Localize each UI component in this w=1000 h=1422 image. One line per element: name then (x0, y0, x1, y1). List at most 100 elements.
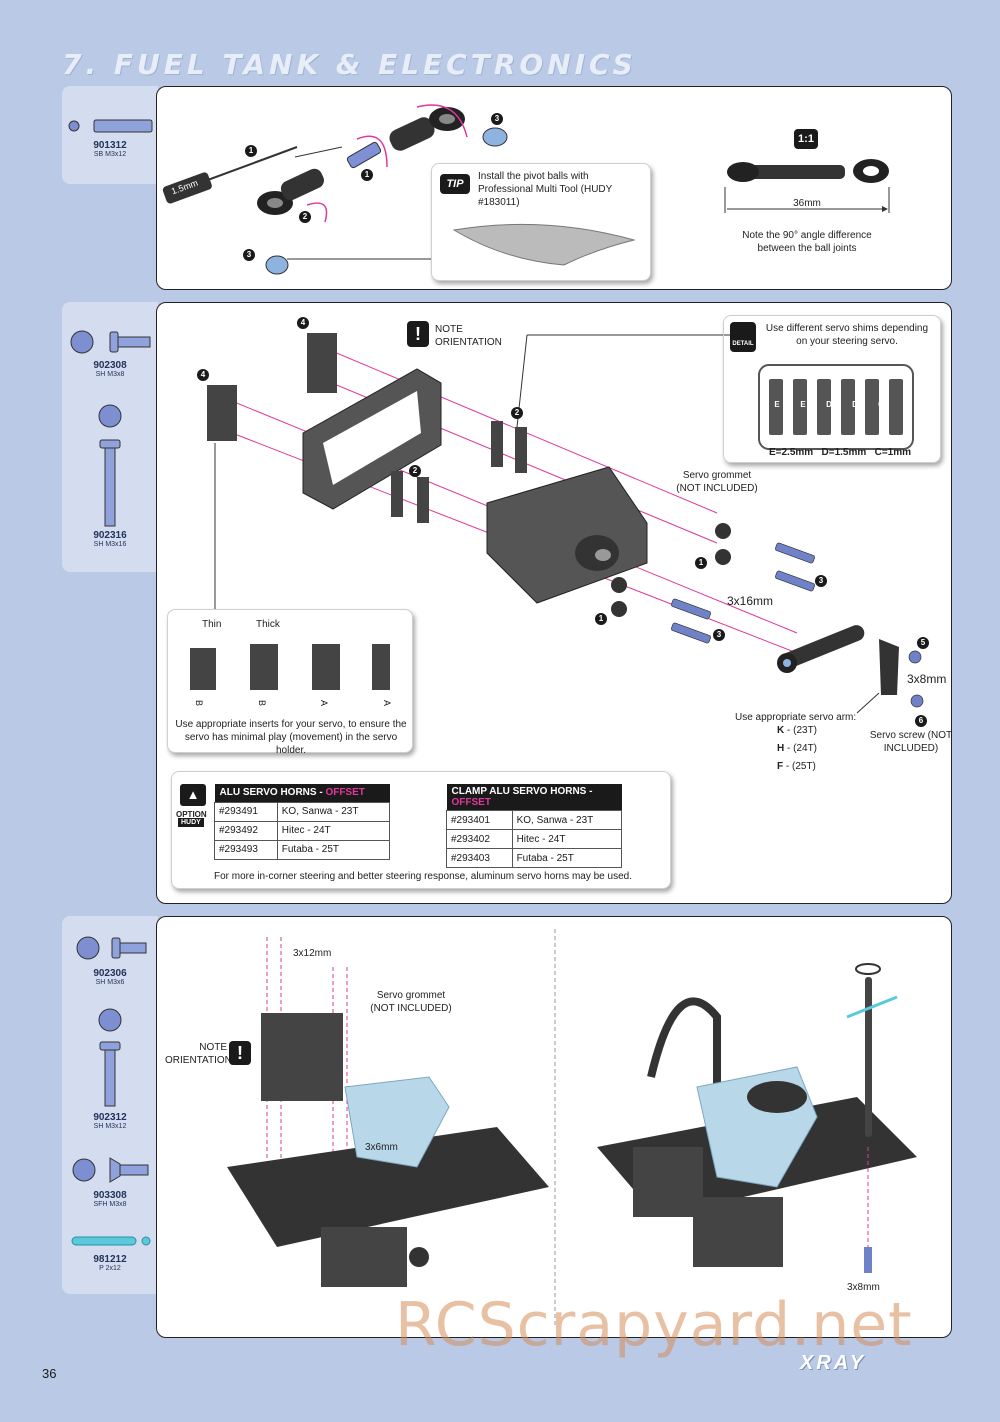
ball-stud-icon (68, 118, 156, 143)
step-1-marker-b: 1 (595, 613, 607, 625)
screw-3x6-label: 3x6mm (365, 1142, 398, 1153)
servo-screw-label: Servo screw (NOT INCLUDED) (869, 730, 952, 754)
step-4-marker-left: 4 (197, 369, 209, 381)
step-3-marker-bottom: 3 (243, 249, 255, 261)
servo-assembly-drawing (207, 333, 924, 847)
parts-tab-2: 902308 SH M3x8 902316 SH M3x16 (62, 302, 158, 572)
step-1-marker-b: 1 (361, 169, 373, 181)
shim-letter: E (800, 400, 806, 409)
note-orientation-label: NOTE ORIENTATION (435, 324, 502, 348)
screw-m3x8-icon (68, 328, 156, 363)
dimension-label: 36mm (793, 198, 821, 209)
step-3-marker-b: 3 (713, 629, 725, 641)
servo-arm-title: Use appropriate servo arm: (735, 712, 857, 723)
shim-letter: D (826, 400, 832, 409)
insert-letter: A (381, 699, 392, 707)
step-1-marker: 1 (245, 145, 257, 157)
screw-m3x12-icon (90, 1006, 130, 1115)
step-2-marker: 2 (299, 211, 311, 223)
tip-callout: TIP Install the pivot balls with Profess… (431, 163, 651, 281)
part-902306: 902306 SH M3x6 (93, 968, 127, 986)
servo-arm-k: K - (23T) (777, 725, 818, 736)
grommet-label: Servo grommet (NOT INCLUDED) (370, 990, 452, 1014)
part-902316: 902316 SH M3x16 (93, 530, 127, 548)
panel-chassis-install: 3x12mm Servo grommet (NOT INCLUDED) NOTE… (156, 916, 952, 1338)
scale-badge: 1:1 (794, 129, 818, 149)
clamp-table-header: CLAMP ALU SERVO HORNS - OFFSET (446, 784, 622, 811)
panel-servo-assembly: 4 4 2 2 1 1 3 3 5 6 ! NOTE ORIENTATION D… (156, 302, 952, 904)
insert-letter: A (319, 699, 330, 707)
shim-letter: D (852, 400, 858, 409)
step-1-marker-a: 1 (695, 557, 707, 569)
chassis-drawing (227, 929, 917, 1327)
screw-m3x6-icon (68, 934, 156, 969)
note-orientation-icon: ! (407, 321, 429, 347)
watermark: RCScrapyard.net (395, 1290, 913, 1360)
thumbs-up-icon: ▲ (180, 784, 206, 806)
step-2-marker-left: 2 (409, 465, 421, 477)
screw-m3x16-icon (90, 402, 130, 535)
page-number: 36 (42, 1366, 57, 1381)
insert-letter: B (256, 699, 267, 707)
shim-letter: E (774, 400, 780, 409)
shim-note: Use different servo shims depending on y… (765, 323, 929, 347)
step-6-marker: 6 (915, 715, 927, 727)
alu-table-header: ALU SERVO HORNS - OFFSET (214, 784, 390, 802)
hudy-badge: HUDY (178, 818, 204, 827)
detail-icon: DETAIL (730, 322, 756, 352)
parts-tab-1: 901312 SB M3x12 (62, 86, 158, 184)
shim-detail-callout: DETAIL Use different servo shims dependi… (723, 315, 941, 463)
servo-arm-legend: Use appropriate servo arm: K - (23T) H -… (735, 711, 865, 773)
shim-legend: E=2.5mm D=1.5mm C=1mm (768, 447, 912, 458)
option-footer: For more in-corner steering and better s… (214, 871, 632, 882)
servo-arm-h: H - (24T) (777, 743, 818, 754)
shim-letter: C (904, 400, 910, 409)
option-callout: ▲ OPTION HUDY ALU SERVO HORNS - OFFSET #… (171, 771, 671, 889)
tip-badge: TIP (440, 174, 470, 194)
option-badge: OPTION (176, 810, 207, 819)
inserts-thick-label: Thick (256, 619, 280, 630)
screw-3x16-label: 3x16mm (727, 594, 774, 608)
screw-3x8-label: 3x8mm (847, 1282, 880, 1293)
flat-screw-icon (68, 1156, 156, 1191)
brand-logo: XRAY (800, 1352, 867, 1374)
pin-icon (68, 1234, 156, 1253)
part-903308: 903308 SFH M3x8 (93, 1190, 127, 1208)
grommet-label: Servo grommet (NOT INCLUDED) (676, 470, 758, 494)
part-981212: 981212 P 2x12 (93, 1254, 127, 1272)
note-orientation-label: NOTE ORIENTATION (165, 1042, 232, 1066)
page-title: 7. FUEL TANK & ELECTRONICS (62, 48, 637, 81)
shim-letter: C (878, 400, 884, 409)
inserts-note: Use appropriate inserts for your servo, … (175, 719, 407, 756)
screw-3x12-label: 3x12mm (293, 948, 332, 959)
step-3-marker-a: 3 (815, 575, 827, 587)
multi-tool-image (452, 223, 636, 266)
note-orientation-icon: ! (229, 1041, 251, 1065)
step-2-marker-right: 2 (511, 407, 523, 419)
step-5-marker: 5 (917, 637, 929, 649)
insert-letter: B (194, 699, 205, 707)
part-902312: 902312 SH M3x12 (93, 1112, 127, 1130)
step-3-marker-top: 3 (491, 113, 503, 125)
screw-3x8-label: 3x8mm (907, 672, 947, 686)
step-4-marker-top: 4 (297, 317, 309, 329)
detail-badge-label: DETAIL (732, 341, 754, 347)
panel-ball-joints: 1.5mm 1 1 2 3 3 TIP Install the pivot ba… (156, 86, 952, 290)
inserts-thin-label: Thin (202, 619, 222, 630)
shim-letters: E E D D C C (770, 400, 914, 409)
part-901312: 901312 SB M3x12 (93, 140, 127, 158)
inserts-callout: Thin Thick B B A A Use appropriate inser… (167, 609, 413, 756)
inserts-drawing (190, 644, 390, 690)
angle-note: Note the 90° angle difference between th… (742, 230, 872, 254)
ball-joint-drawing (162, 104, 890, 275)
part-902308: 902308 SH M3x8 (93, 360, 127, 378)
parts-tab-3: 902306 SH M3x6 902312 SH M3x12 903308 SF… (62, 916, 158, 1294)
